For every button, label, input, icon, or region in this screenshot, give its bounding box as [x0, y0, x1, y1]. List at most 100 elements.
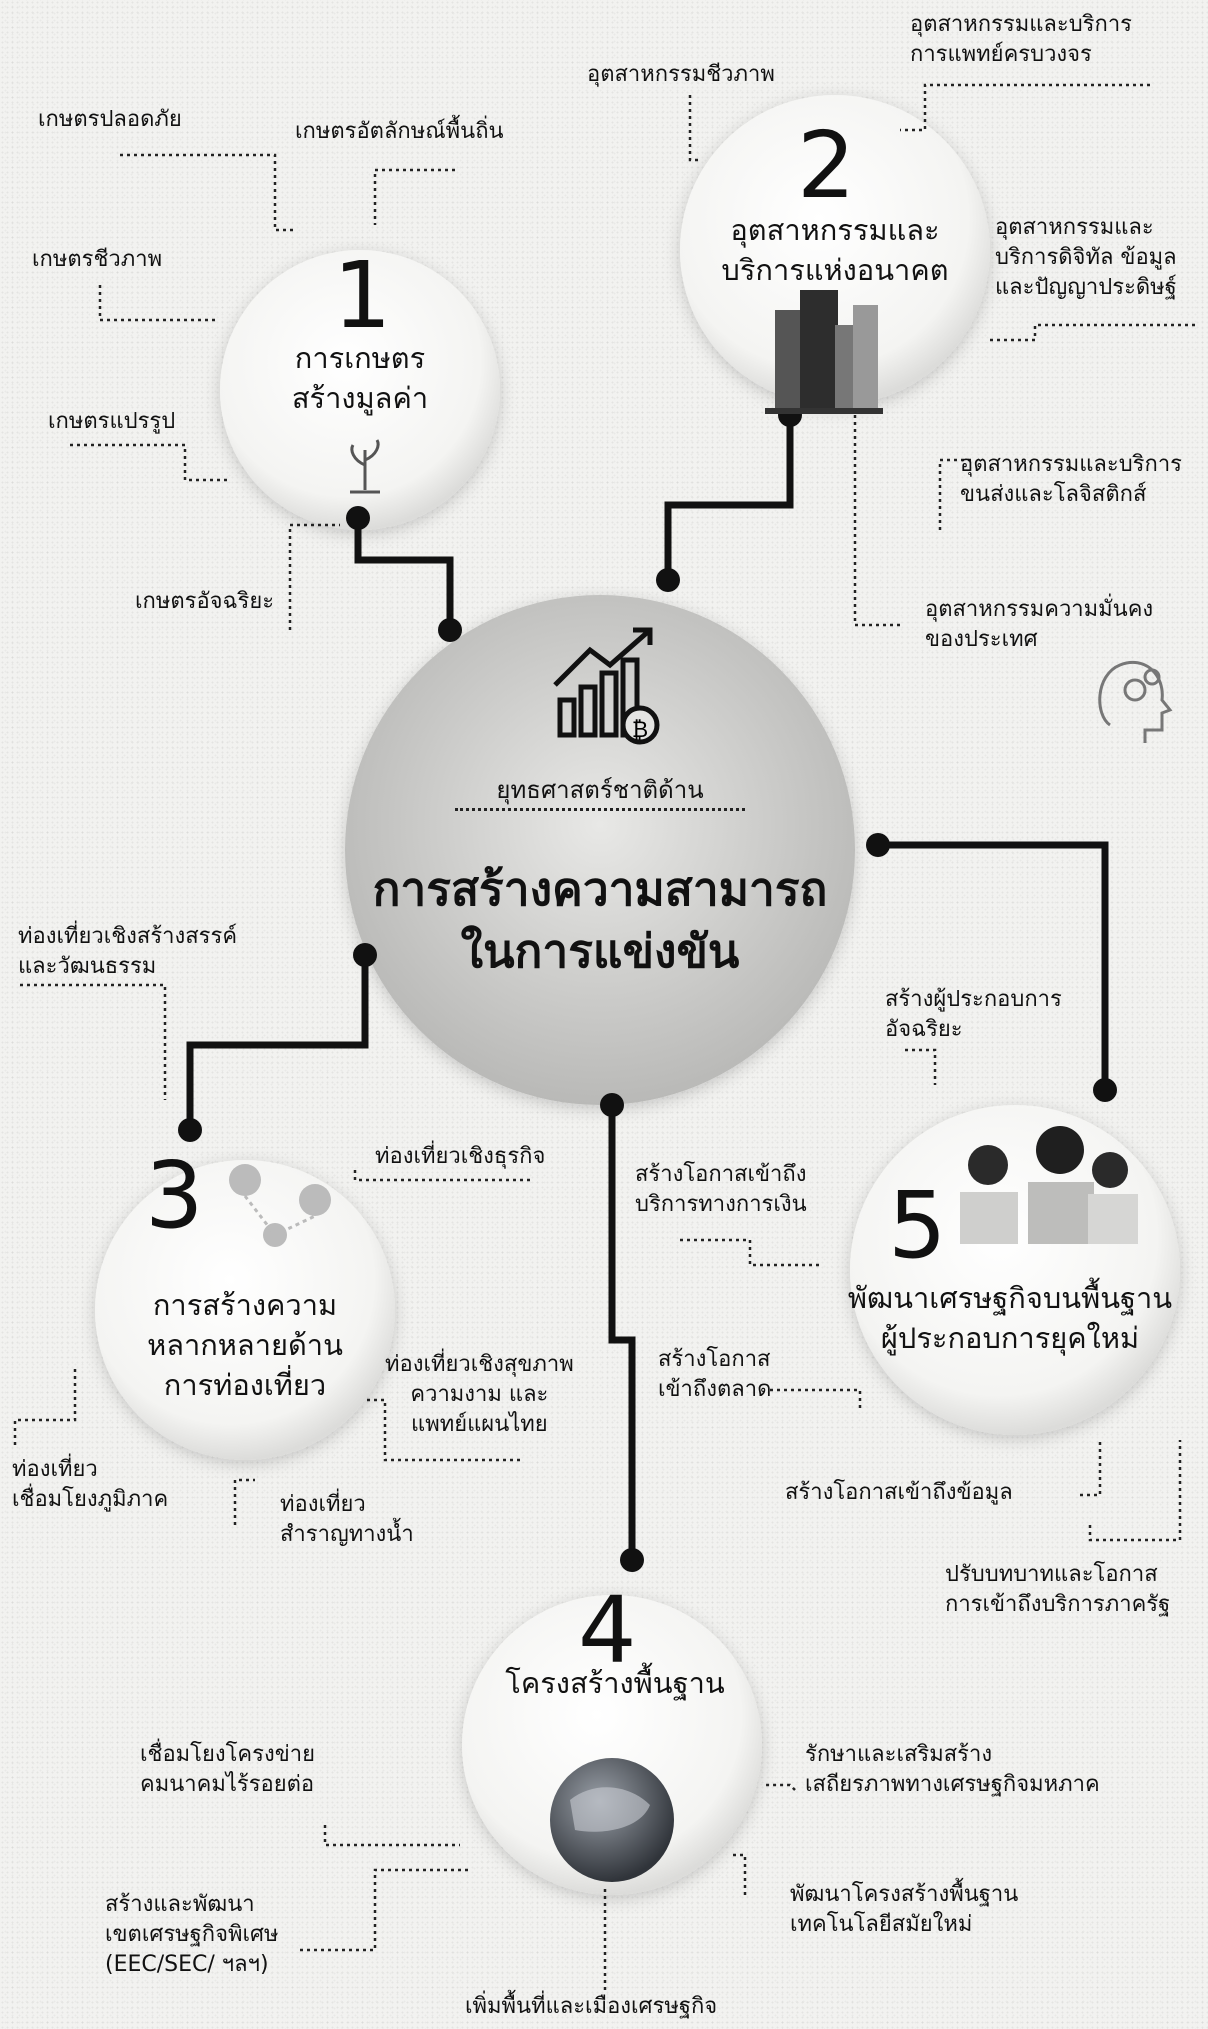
item-line: เสถียรภาพทางเศรษฐกิจมหภาค	[805, 1772, 1100, 1797]
item-line: ท่องเที่ยว	[280, 1492, 366, 1517]
leader-line	[300, 1868, 470, 1952]
item-line: สร้างโอกาส	[658, 1347, 771, 1372]
branch-5-item: สร้างโอกาสเข้าถึงข้อมูล	[785, 1480, 1013, 1505]
item-line: เชื่อมโยงภูมิภาค	[12, 1487, 169, 1512]
leader-line	[1080, 1440, 1102, 1497]
item-line: สร้างผู้ประกอบการ	[885, 987, 1062, 1012]
leader-line	[680, 1238, 820, 1267]
connector-branch-5	[878, 841, 1109, 1090]
branch-title-line: หลากหลายด้าน	[147, 1328, 343, 1362]
leader-line	[120, 153, 295, 232]
item-line: ขนส่งและโลจิสติกส์	[960, 482, 1147, 507]
branch-title-line: บริการแห่งอนาคต	[721, 253, 949, 287]
branch-1-item: เกษตรอัตลักษณ์พื้นถิ่น	[295, 119, 504, 144]
globe-icon	[550, 1758, 674, 1882]
branch-number-4: 4	[578, 1577, 637, 1684]
leader-line	[373, 168, 455, 225]
branch-2-item: อุตสาหกรรมชีวภาพ	[587, 62, 775, 87]
branch-title-1: การเกษตร สร้างมูลค่า	[250, 338, 470, 418]
leader-line	[938, 458, 975, 530]
branch-title-5: พัฒนาเศรษฐกิจบนพื้นฐาน ผู้ประกอบการยุคให…	[815, 1278, 1205, 1358]
leader-line	[990, 323, 1195, 342]
branch-title-line: สร้างมูลค่า	[291, 381, 429, 415]
branch-1-item: เกษตรอัจฉริยะ	[135, 589, 275, 614]
connector-branch-2	[664, 415, 794, 580]
leader-line	[288, 523, 340, 630]
item-line: ท่องเที่ยวเชิงสร้างสรรค์	[18, 924, 238, 949]
node-dot	[620, 1548, 644, 1572]
item-line: และวัฒนธรรม	[18, 954, 157, 979]
branch-3-item: ท่องเที่ยว เชื่อมโยงภูมิภาค	[12, 1455, 168, 1515]
center-title-line: ในการแข่งขัน	[460, 924, 740, 978]
branch-4-item: พัฒนาโครงสร้างพื้นฐาน เทคโนโลยีสมัยใหม่	[790, 1880, 1018, 1940]
item-line: เทคโนโลยีสมัยใหม่	[790, 1912, 973, 1937]
center-subtitle: ยุทธศาสตร์ชาติด้าน	[496, 776, 704, 804]
item-line: ของประเทศ	[925, 627, 1038, 652]
branch-4-item: รักษาและเสริมสร้าง เสถียรภาพทางเศรษฐกิจม…	[805, 1740, 1100, 1800]
item-line: สำราญทางน้ำ	[280, 1522, 414, 1547]
branch-title-line: ผู้ประกอบการยุคใหม่	[880, 1321, 1140, 1355]
branch-title-2: อุตสาหกรรมและ บริการแห่งอนาคต	[700, 210, 970, 290]
branch-2-item: อุตสาหกรรมและ บริการดิจิทัล ข้อมูล และปั…	[995, 213, 1177, 303]
leader-line	[905, 1048, 937, 1085]
growth-chart-bitcoin-icon	[553, 627, 660, 745]
circle-branch-1	[220, 250, 500, 530]
node-dot	[353, 943, 377, 967]
circle-branch-3	[95, 1160, 395, 1460]
item-line: เขตเศรษฐกิจพิเศษ	[105, 1922, 279, 1947]
branch-1-item: เกษตรชีวภาพ	[32, 247, 163, 272]
branch-title-3: การสร้างความ หลากหลายด้าน การท่องเที่ยว	[110, 1285, 380, 1405]
item-line: แพทย์แผนไทย	[411, 1412, 548, 1437]
item-line: ปรับบทบาทและโอกาส	[945, 1562, 1158, 1587]
branch-title-line: อุตสาหกรรมและ	[730, 213, 940, 247]
branch-title-line: การท่องเที่ยว	[163, 1368, 327, 1402]
item-line: เชื่อมโยงโครงข่าย	[140, 1742, 315, 1767]
branch-number-5: 5	[888, 1172, 947, 1279]
branch-2-item: อุตสาหกรรมและบริการ การแพทย์ครบวงจร	[910, 10, 1132, 70]
leader-line	[765, 1783, 796, 1791]
circle-branch-5	[850, 1105, 1180, 1435]
item-line: ท่องเที่ยว	[12, 1457, 98, 1482]
leader-line	[70, 443, 230, 482]
node-dot	[600, 1093, 624, 1117]
node-dot	[346, 506, 370, 530]
branch-number-1: 1	[333, 242, 392, 349]
circle-branch-2	[680, 95, 990, 405]
branch-1-item: เกษตรแปรรูป	[48, 409, 176, 434]
branch-5-item: ปรับบทบาทและโอกาส การเข้าถึงบริการภาครัฐ	[945, 1560, 1170, 1620]
branch-5-item: สร้างโอกาสเข้าถึง บริการทางการเงิน	[635, 1160, 807, 1220]
leader-line	[365, 1398, 520, 1462]
item-line: และปัญญาประดิษฐ์	[995, 275, 1177, 300]
center-circle	[345, 595, 855, 1105]
item-line: อัจฉริยะ	[885, 1017, 963, 1042]
center-divider	[455, 808, 745, 811]
leader-line	[20, 983, 167, 1100]
branch-title-4: โครงสร้างพื้นฐาน	[470, 1663, 760, 1703]
branch-3-item: ท่องเที่ยวเชิงสร้างสรรค์ และวัฒนธรรม	[18, 922, 237, 982]
item-line: บริการทางการเงิน	[635, 1192, 807, 1217]
leader-line	[853, 400, 900, 627]
leader-line	[233, 1478, 255, 1525]
map-pins-icon	[229, 1164, 331, 1247]
item-line: สร้างและพัฒนา	[105, 1892, 255, 1917]
branch-number-2: 2	[797, 112, 856, 219]
center-title-line: การสร้างความสามารถ	[372, 862, 828, 916]
leader-line	[730, 1853, 747, 1895]
connector-branch-3	[186, 955, 369, 1130]
item-line: การแพทย์ครบวงจร	[910, 42, 1092, 67]
branch-title-line: พัฒนาเศรษฐกิจบนพื้นฐาน	[847, 1281, 1173, 1315]
branch-5-item: สร้างผู้ประกอบการ อัจฉริยะ	[885, 985, 1062, 1045]
node-dot	[438, 618, 462, 642]
coin-symbol-icon: ₿	[632, 718, 648, 743]
leader-line	[688, 95, 700, 162]
branch-3-item: ท่องเที่ยว สำราญทางน้ำ	[280, 1490, 414, 1550]
leader-line	[353, 1170, 530, 1182]
item-line: สร้างโอกาสเข้าถึง	[635, 1162, 807, 1187]
leader-line	[13, 1365, 77, 1445]
connector-branch-4	[608, 1105, 636, 1560]
leader-line	[770, 1388, 862, 1410]
branch-title-line: การสร้างความ	[152, 1288, 338, 1322]
branch-2-item: อุตสาหกรรมและบริการ ขนส่งและโลจิสติกส์	[960, 450, 1182, 510]
item-line: ความงาม และ	[410, 1382, 549, 1407]
